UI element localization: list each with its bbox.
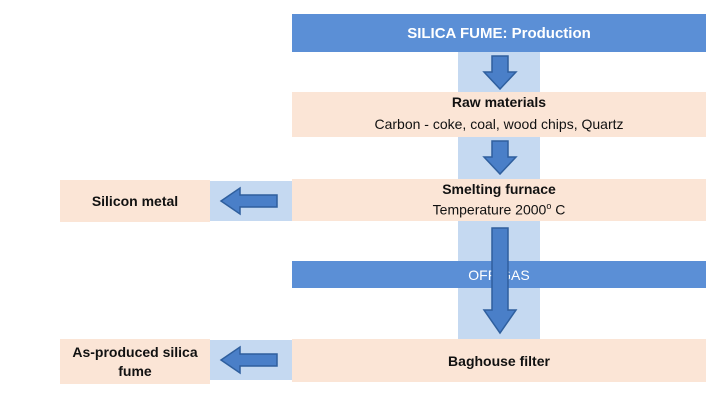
diagram-title: SILICA FUME: Production xyxy=(292,14,706,52)
left-arrow-icon xyxy=(219,186,278,216)
as-produced-line1: As-produced silica xyxy=(72,343,198,360)
smelting-furnace-detail: Temperature 2000o C xyxy=(292,201,706,218)
temperature-unit: C xyxy=(551,201,566,218)
smelting-furnace-box: Smelting furnace Temperature 2000o C xyxy=(292,179,706,221)
left-arrow-icon xyxy=(219,345,278,375)
raw-materials-title: Raw materials xyxy=(451,94,547,110)
smelting-furnace-title: Smelting furnace xyxy=(442,181,556,197)
down-arrow-icon xyxy=(482,55,518,91)
silicon-metal-box: Silicon metal xyxy=(60,180,210,222)
raw-materials-detail: Carbon - coke, coal, wood chips, Quartz xyxy=(374,116,624,132)
as-produced-silica-fume-box: As-produced silica fume xyxy=(60,339,210,384)
raw-materials-box: Raw materials Carbon - coke, coal, wood … xyxy=(292,92,706,137)
temperature-value: Temperature 2000 xyxy=(432,201,547,218)
as-produced-line2: fume xyxy=(118,362,152,379)
degree-mark: o xyxy=(546,201,552,211)
down-arrow-icon xyxy=(482,227,518,335)
down-arrow-icon xyxy=(482,140,518,176)
baghouse-filter-box: Baghouse filter xyxy=(292,339,706,382)
